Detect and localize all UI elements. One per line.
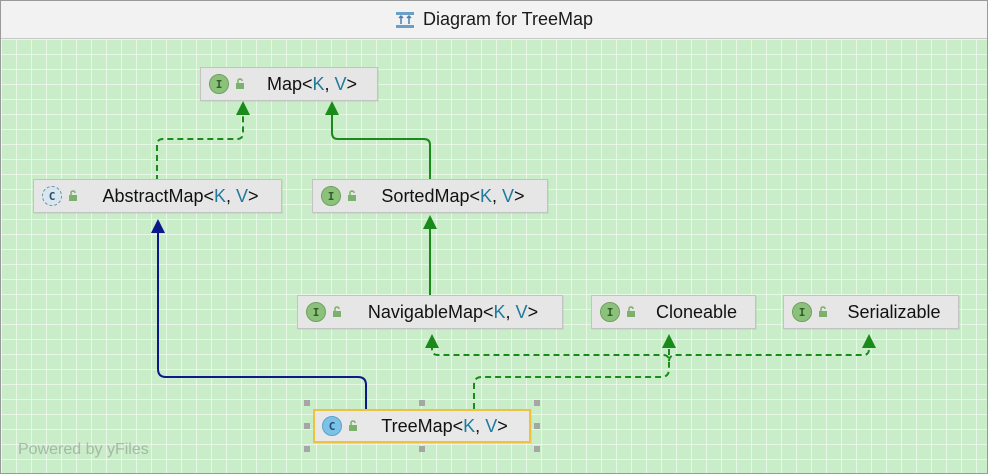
node-label: NavigableMap<K, V>	[367, 301, 539, 322]
powered-by-watermark: Powered by yFiles	[18, 441, 149, 458]
resize-handle[interactable]	[534, 423, 540, 429]
node-abstractmap[interactable]: C AbstractMap<K, V>	[33, 179, 282, 213]
resize-handle[interactable]	[534, 400, 540, 406]
unlock-icon	[348, 190, 356, 201]
interface-icon: I	[600, 302, 620, 322]
class-icon: C	[322, 416, 342, 436]
node-cloneable[interactable]: I Cloneable	[591, 295, 756, 329]
unlock-icon	[236, 78, 244, 89]
interface-icon: I	[321, 186, 341, 206]
diagram-canvas[interactable]: I Map<K, V> C AbstractMap<K, V> I Sorted…	[1, 39, 987, 473]
edge-layer	[151, 101, 876, 409]
node-label: SortedMap<K, V>	[381, 185, 525, 206]
resize-handle[interactable]	[304, 400, 310, 406]
edge-treemap-extends-abstractmap	[157, 233, 367, 409]
interface-icon: I	[792, 302, 812, 322]
edge-sortedmap-extends-map	[331, 115, 431, 181]
node-sortedmap[interactable]: I SortedMap<K, V>	[312, 179, 548, 213]
window-title: Diagram for TreeMap	[422, 9, 594, 29]
title-bar: Diagram for TreeMap	[1, 1, 987, 39]
edge-treemap-implements-navigablemap	[431, 347, 670, 409]
unlock-icon	[69, 190, 77, 201]
node-label: Cloneable	[655, 301, 738, 322]
node-label: TreeMap<K, V>	[381, 415, 508, 436]
diagram-icon	[395, 11, 414, 28]
unlock-icon	[819, 306, 827, 317]
arrow-head-abstractmap	[151, 219, 165, 233]
resize-handle[interactable]	[534, 446, 540, 452]
unlock-icon	[333, 306, 341, 317]
arrow-head-cloneable	[662, 334, 676, 348]
resize-handle[interactable]	[419, 446, 425, 452]
node-map[interactable]: I Map<K, V>	[200, 67, 378, 101]
arrow-head-map-right	[325, 101, 339, 115]
unlock-icon	[627, 306, 635, 317]
arrow-head-serializable	[862, 334, 876, 348]
node-navigablemap[interactable]: I NavigableMap<K, V>	[297, 295, 563, 329]
edge-abstractmap-implements-map	[156, 103, 244, 181]
abstract-class-icon: C	[42, 186, 62, 206]
edge-treemap-implements-serializable	[668, 347, 870, 362]
unlock-icon	[349, 420, 357, 431]
node-serializable[interactable]: I Serializable	[783, 295, 959, 329]
arrow-head-map-left	[236, 101, 250, 115]
arrow-head-sortedmap	[423, 215, 437, 229]
interface-icon: I	[209, 74, 229, 94]
resize-handle[interactable]	[419, 400, 425, 406]
resize-handle[interactable]	[304, 423, 310, 429]
node-label: AbstractMap<K, V>	[102, 185, 259, 206]
resize-handle[interactable]	[304, 446, 310, 452]
node-label: Map<K, V>	[266, 73, 358, 94]
arrow-head-navigablemap	[425, 334, 439, 348]
node-treemap[interactable]: C TreeMap<K, V>	[313, 409, 531, 443]
interface-icon: I	[306, 302, 326, 322]
node-label: Serializable	[847, 301, 941, 322]
